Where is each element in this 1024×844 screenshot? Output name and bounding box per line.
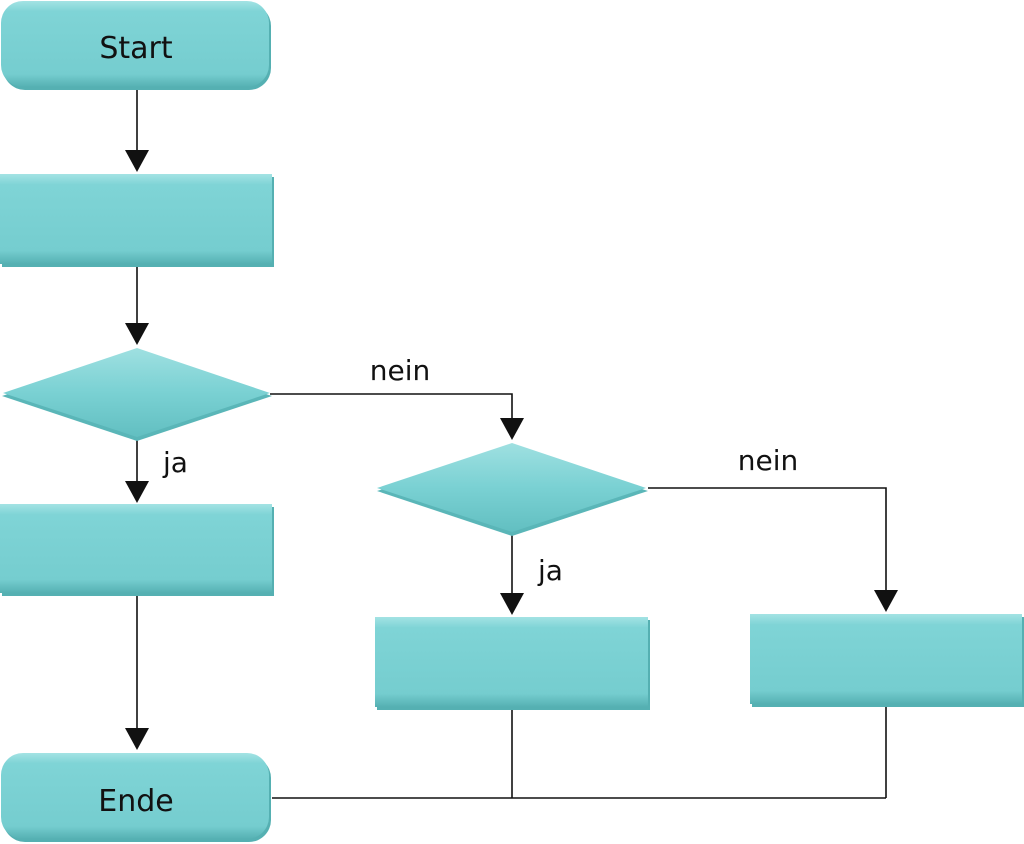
- arrowhead: [125, 728, 149, 750]
- decision-diamond-1: [2, 348, 272, 441]
- process-box-1: [0, 174, 274, 267]
- process-box-3: [375, 617, 650, 710]
- arrowhead: [125, 323, 149, 345]
- edge-label-decision-1-yes: ja: [162, 446, 188, 479]
- arrowhead: [874, 590, 898, 612]
- end-terminal: Ende: [1, 753, 271, 842]
- end-label: Ende: [98, 784, 173, 819]
- decision-diamond-2: [377, 443, 648, 536]
- edge-label-decision-2-yes: ja: [537, 554, 563, 587]
- edge-label-decision-2-no: nein: [738, 444, 799, 477]
- process-box-4: [750, 614, 1024, 707]
- arrowhead: [125, 150, 149, 172]
- start-label: Start: [99, 31, 173, 66]
- arrowhead: [500, 593, 524, 615]
- connector-decision-2-no: [648, 487, 887, 592]
- start-terminal: Start: [1, 1, 271, 90]
- edge-label-decision-1-no: nein: [370, 354, 431, 387]
- arrowhead: [500, 418, 524, 440]
- arrowhead: [125, 481, 149, 503]
- process-box-2: [0, 504, 274, 596]
- connector-decision-1-no: [270, 393, 513, 420]
